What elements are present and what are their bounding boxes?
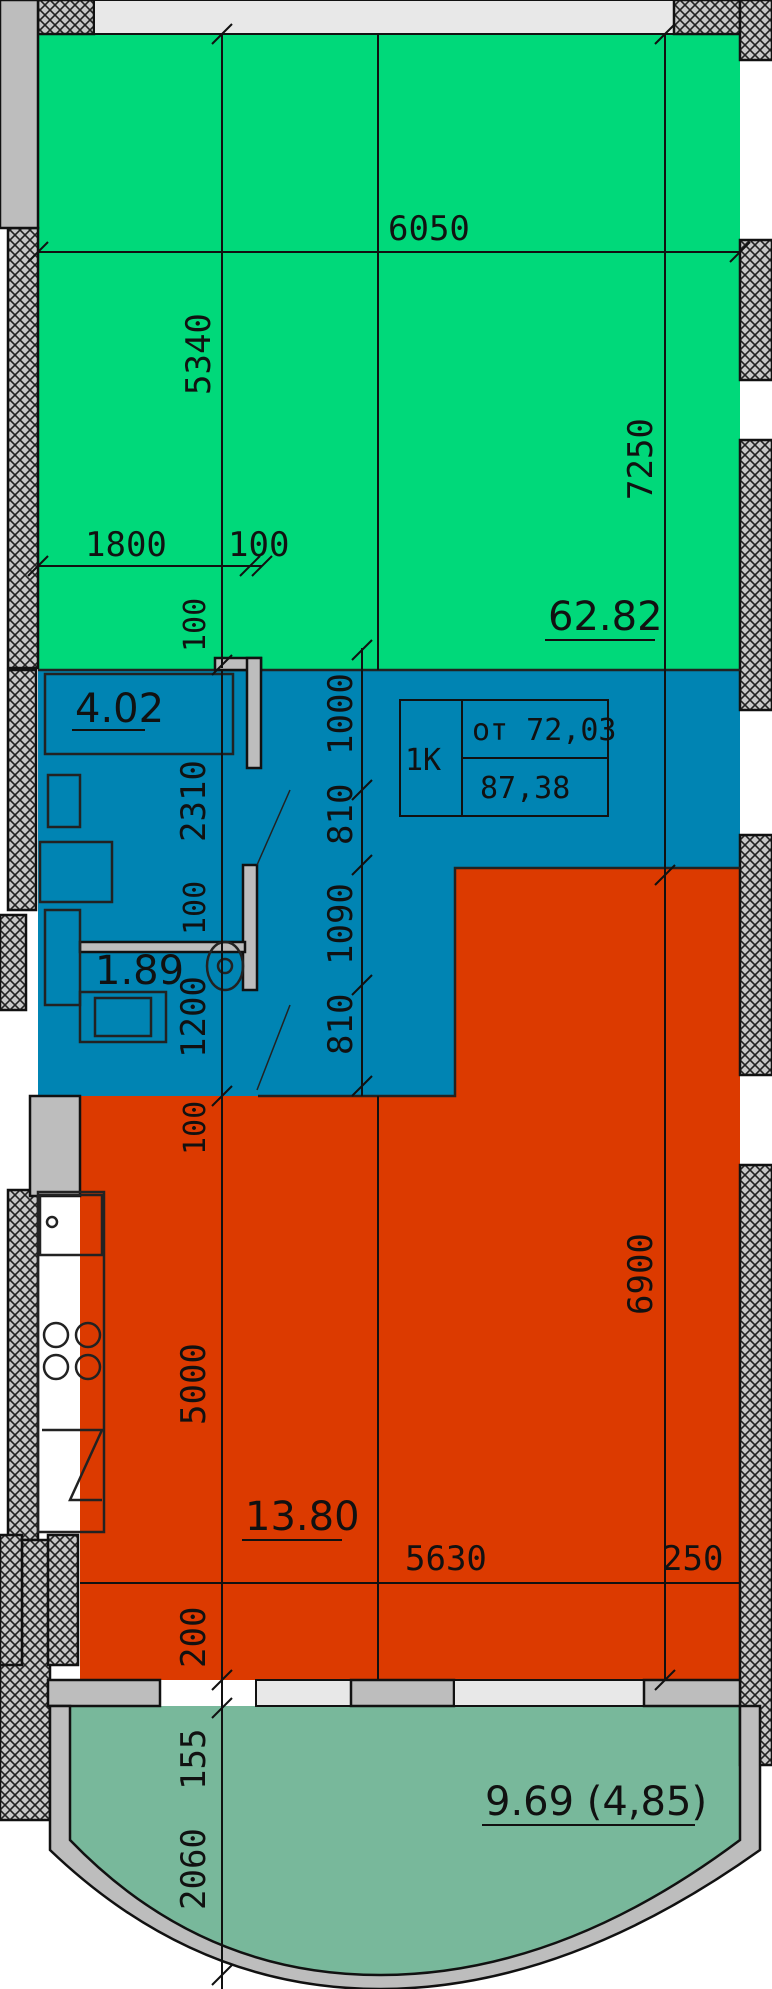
dim-1800: 1800	[85, 525, 167, 565]
hob-burner-2	[74, 1321, 102, 1349]
ventilation-shaft-2	[0, 1533, 24, 1667]
dim-2060: 2060	[174, 1828, 214, 1910]
ventilation-shaft-3	[46, 1533, 80, 1667]
partition-bath-side	[245, 656, 263, 770]
dim-6900: 6900	[621, 1233, 661, 1315]
area-wc: 1.89	[95, 948, 184, 994]
area-balcony: 9.69 (4,85)	[485, 1779, 707, 1825]
wall-left-mid	[6, 668, 38, 912]
electrical-panel	[43, 908, 82, 1007]
dim-810-lower: 810	[321, 994, 361, 1055]
toilet-seat	[216, 957, 234, 975]
hob-burner-3	[42, 1353, 70, 1381]
wall-left-lower	[6, 1188, 40, 1542]
wall-left-upper	[6, 226, 40, 670]
dim-250: 250	[662, 1539, 723, 1579]
door-swing-2	[256, 1004, 291, 1091]
wall-bottom-right	[642, 1678, 742, 1708]
wall-top-right	[672, 0, 742, 36]
kitchen-sink-drain	[45, 1215, 59, 1229]
hob-burner-1	[42, 1321, 70, 1349]
info-type: 1K	[405, 743, 441, 778]
dim-1090: 1090	[321, 883, 361, 965]
dim-5630: 5630	[405, 1539, 487, 1579]
area-red: 13.80	[245, 1494, 360, 1540]
wc-cabinet-inner	[93, 996, 153, 1038]
dim-ticks	[27, 23, 751, 1986]
partition-lower-left	[28, 1094, 82, 1198]
dim-100-wc: 100	[178, 881, 213, 935]
area-blue: 4.02	[75, 686, 164, 732]
dim-1000: 1000	[321, 673, 361, 755]
wall-bottom-mid	[349, 1678, 456, 1708]
balcony-parapet	[48, 1704, 762, 1989]
room-blue-fill	[38, 670, 740, 1096]
sink	[46, 773, 82, 829]
wall-right-mid	[738, 833, 772, 1077]
wall-top-corner	[738, 0, 772, 62]
dim-7250: 7250	[621, 418, 661, 500]
hob-burner-4	[74, 1353, 102, 1381]
room-green-fill	[38, 34, 740, 670]
partition-blue-red	[258, 866, 740, 1098]
dim-810-upper: 810	[321, 784, 361, 845]
dim-100-top: 100	[228, 525, 289, 565]
dim-5000: 5000	[174, 1343, 214, 1425]
dim-1200: 1200	[174, 976, 214, 1058]
ventilation-shaft-1	[0, 913, 28, 1012]
door-swing-1	[256, 789, 291, 866]
wall-bottom-left	[46, 1678, 162, 1708]
dim-6050: 6050	[388, 209, 470, 249]
room-red-fill	[80, 868, 740, 1680]
apartment-info-box: 1K от 72,03 87,38	[399, 699, 617, 817]
bathtub	[43, 672, 235, 756]
window-bottom-1	[255, 1679, 352, 1707]
dim-100-red: 100	[178, 1101, 213, 1155]
info-area-total: 87,38	[480, 771, 570, 806]
wall-right-lower	[738, 1163, 772, 1767]
area-green: 62.82	[548, 594, 663, 640]
dim-155: 155	[174, 1729, 214, 1790]
dim-2310: 2310	[174, 760, 214, 842]
kitchen-counter	[36, 1190, 106, 1534]
info-area-from: от 72,03	[472, 713, 617, 748]
partition-wc-side	[241, 863, 259, 992]
wall-left-top	[0, 0, 40, 230]
toilet	[205, 940, 245, 992]
window-bottom-2	[453, 1679, 645, 1707]
window-top	[93, 0, 675, 35]
kitchen-fridge-cross	[42, 1428, 104, 1502]
wall-right-upper2	[738, 438, 772, 712]
wall-right-upper	[738, 238, 772, 382]
kitchen-sink	[38, 1193, 104, 1257]
wall-top-left	[36, 0, 96, 36]
wc-cabinet	[78, 990, 168, 1044]
dim-5340: 5340	[179, 313, 219, 395]
dim-100-blue: 100	[178, 598, 213, 652]
dim-200: 200	[174, 1607, 214, 1668]
washer	[38, 840, 114, 904]
balcony-fill	[70, 1706, 740, 1975]
